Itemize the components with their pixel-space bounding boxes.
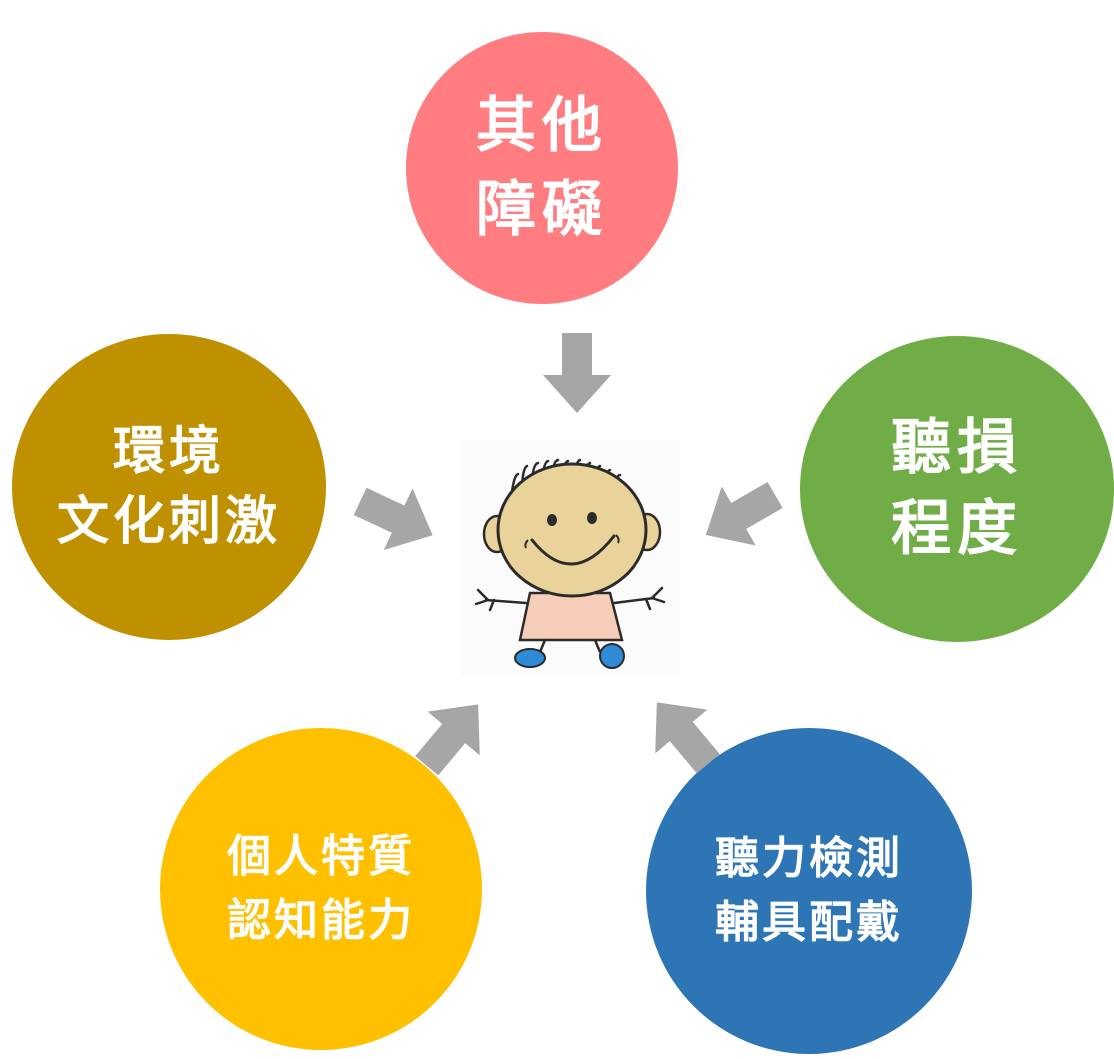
arrow-from-bottom-left — [400, 682, 505, 788]
cartoon-child-icon — [462, 440, 680, 676]
node-hearing-testing-line-1: 聽力檢測 — [715, 833, 903, 885]
node-personal-traits: 個人特質 認知能力 — [160, 728, 482, 1050]
arrow-from-bottom-right — [630, 680, 735, 786]
arrow-from-left — [345, 470, 447, 567]
node-hearing-loss-line-1: 聽損 — [891, 413, 1023, 483]
node-environment: 環境 文化刺激 — [12, 334, 326, 640]
node-other-disabilities-line-1: 其他 — [476, 91, 608, 161]
node-environment-line-1: 環境 — [112, 421, 225, 482]
node-hearing-loss: 聽損 程度 — [800, 336, 1114, 642]
node-other-disabilities-line-2: 障礙 — [476, 175, 608, 245]
node-hearing-testing: 聽力檢測 輔具配戴 — [646, 728, 972, 1054]
node-other-disabilities: 其他 障礙 — [406, 32, 678, 304]
node-hearing-loss-line-2: 程度 — [891, 494, 1023, 564]
arrow-from-top — [543, 333, 611, 413]
arrow-from-right — [688, 465, 793, 565]
node-personal-traits-line-2: 認知能力 — [227, 895, 415, 946]
node-personal-traits-line-1: 個人特質 — [227, 831, 415, 883]
node-environment-line-2: 文化刺激 — [56, 492, 281, 552]
node-hearing-testing-line-2: 輔具配戴 — [715, 897, 903, 948]
